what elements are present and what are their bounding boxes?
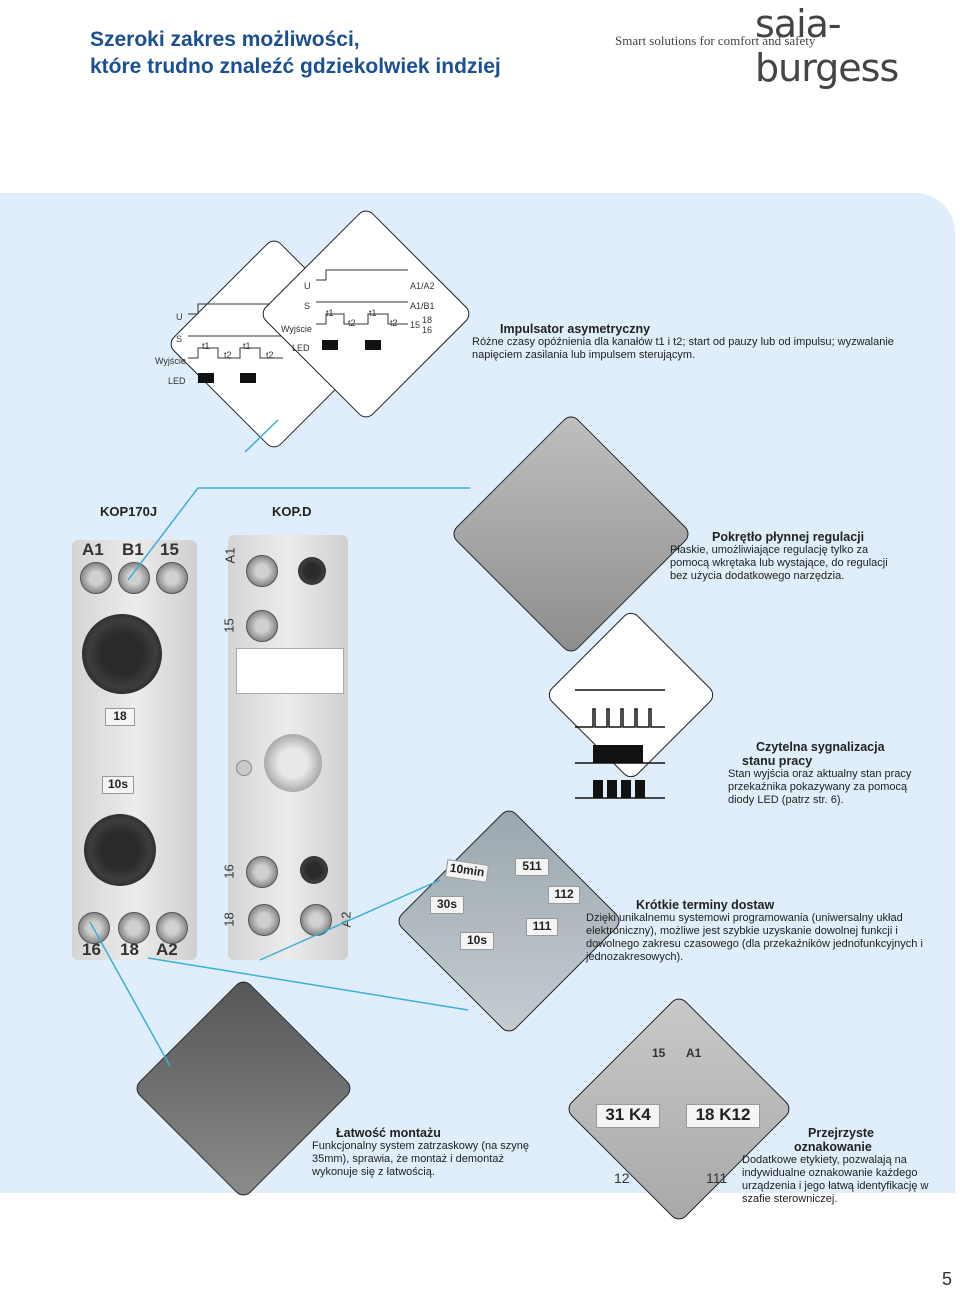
diag-right-time-3: t1 xyxy=(369,308,377,318)
diag-right-label-led: LED xyxy=(292,343,310,353)
relay-left-terminal-15: 15 xyxy=(160,540,179,559)
feature-asymmetric-pulser: Impulsator asymetryczny Różne czasy opóź… xyxy=(472,322,912,362)
tag-511: 511 xyxy=(515,858,549,876)
label-terminal-a1: A1 xyxy=(686,1046,702,1060)
relay-right-screw-4 xyxy=(248,904,280,936)
relay-kop170j xyxy=(72,540,197,960)
title-line-2: które trudno znaleźć gdziekolwiek indzie… xyxy=(90,55,501,78)
relay-left-terminal-18: 18 xyxy=(120,940,139,959)
led-indication-icon xyxy=(575,689,665,799)
feature-1-text: Różne czasy opóźnienia dla kanałów t1 i … xyxy=(472,336,894,361)
relay-right-screw-1 xyxy=(246,555,278,587)
relay-left-tag-10s: 10s xyxy=(102,776,134,794)
diag-left-label-u: U xyxy=(176,312,183,322)
feature-short-delivery: Krótkie terminy dostaw Dzięki unikalnemu… xyxy=(586,898,926,964)
tag-10s: 10s xyxy=(460,932,494,950)
feature-4-text: Dzięki unikalnemu systemowi programowani… xyxy=(586,912,923,963)
tag-111: 111 xyxy=(526,918,558,936)
relay-left-terminal-a1: A1 xyxy=(82,540,104,559)
feature-clear-labeling: Przejrzyste oznakowanie Dodatkowe etykie… xyxy=(742,1126,942,1206)
feature-3-text: Stan wyjścia oraz aktualny stan pracy pr… xyxy=(728,768,912,806)
product-label-kop170j: KOP170J xyxy=(100,504,158,519)
diag-right-time-2: t2 xyxy=(348,318,356,328)
feature-easy-mounting: Łatwość montażu Funkcjonalny system zatr… xyxy=(312,1126,532,1179)
diag-left-label-s: S xyxy=(176,334,183,344)
feature-6-text: Dodatkowe etykiety, pozwalają na indywid… xyxy=(742,1154,929,1205)
relay-right-led xyxy=(298,557,326,585)
diag-right-terminal-a1a2: A1/A2 xyxy=(410,281,435,291)
relay-left-time-dial[interactable] xyxy=(84,814,156,886)
diag-right-time-1: t1 xyxy=(326,308,334,318)
page-number: 5 xyxy=(941,1269,952,1289)
label-18k12: 18 K12 xyxy=(686,1104,760,1128)
product-label-kopd: KOP.D xyxy=(272,504,312,519)
feature-5-text: Funkcjonalny system zatrzaskowy (na szyn… xyxy=(312,1140,530,1178)
feature-1-title: Impulsator asymetryczny xyxy=(500,322,651,336)
label-111: 111 xyxy=(706,1170,728,1186)
tag-30s: 30s xyxy=(430,896,464,914)
relay-right-time-dial[interactable] xyxy=(264,734,322,792)
diag-left-time-2: t2 xyxy=(224,350,232,360)
diag-right-time-4: t2 xyxy=(390,318,398,328)
brand-logo: saia-burgess xyxy=(755,2,899,90)
feature-6-title-2: oznakowanie xyxy=(794,1140,872,1154)
feature-6-title-1: Przejrzyste xyxy=(808,1126,875,1140)
feature-status-indication: Czytelna sygnalizacja stanu pracy Stan w… xyxy=(728,740,928,807)
label-terminal-15: 15 xyxy=(652,1046,666,1060)
diag-right-led-pulse-2 xyxy=(365,340,381,350)
relay-left-screw-5 xyxy=(118,912,150,944)
diag-left-label-output: Wyjście xyxy=(155,356,186,366)
diag-right-label-s: S xyxy=(304,301,311,311)
feature-5-title: Łatwość montażu xyxy=(336,1126,441,1140)
diag-right-terminal-18: 18 xyxy=(422,315,433,325)
diag-left-led-pulse-2 xyxy=(240,373,256,383)
label-31k4: 31 K4 xyxy=(596,1104,660,1128)
relay-right-screw-2 xyxy=(246,610,278,642)
relay-right-screw-3 xyxy=(246,856,278,888)
feature-2-text: Płaskie, umożliwiające regulację tylko z… xyxy=(670,544,888,582)
diag-right-label-u: U xyxy=(304,281,311,291)
relay-right-label-window xyxy=(236,648,344,694)
feature-3-title-2: stanu pracy xyxy=(742,754,813,768)
relay-left-screw-3 xyxy=(156,562,188,594)
relay-left-function-dial[interactable] xyxy=(82,614,162,694)
relay-left-terminal-16: 16 xyxy=(82,940,101,959)
diag-right-terminal-a1b1: A1/B1 xyxy=(410,301,435,311)
diag-left-time-4: t2 xyxy=(266,350,274,360)
diag-left-time-3: t1 xyxy=(243,341,251,351)
diag-right-label-output: Wyjście xyxy=(281,324,312,334)
brand-tagline: Smart solutions for comfort and safety xyxy=(615,33,816,48)
label-12: 12 xyxy=(614,1170,630,1186)
diag-left-label-led: LED xyxy=(168,376,186,386)
diag-right-terminal-15: 15 xyxy=(410,320,421,330)
tag-112: 112 xyxy=(548,886,580,904)
diag-left-led-pulse-1 xyxy=(198,373,214,383)
relay-left-terminal-a2: A2 xyxy=(156,940,178,959)
relay-left-terminal-b1: B1 xyxy=(122,540,144,559)
relay-left-tag-18: 18 xyxy=(105,708,135,726)
relay-left-screw-1 xyxy=(80,562,112,594)
diag-right-terminal-16: 16 xyxy=(422,325,433,335)
diag-right-led-pulse-1 xyxy=(322,340,338,350)
relay-right-led-2 xyxy=(300,856,328,884)
feature-4-title: Krótkie terminy dostaw xyxy=(636,898,775,912)
diag-right-waveform xyxy=(316,269,408,325)
feature-adjustment-knob: Pokrętło płynnej regulacji Płaskie, umoż… xyxy=(670,530,900,583)
relay-right-status-led xyxy=(236,760,252,776)
relay-left-screw-6 xyxy=(156,912,188,944)
feature-2-title: Pokrętło płynnej regulacji xyxy=(712,530,865,544)
feature-3-title-1: Czytelna sygnalizacja xyxy=(756,740,885,754)
page-title: Szeroki zakres możliwości, które trudno … xyxy=(90,26,501,80)
diag-left-time-1: t1 xyxy=(202,341,210,351)
relay-left-screw-2 xyxy=(118,562,150,594)
title-line-1: Szeroki zakres możliwości, xyxy=(90,28,360,51)
